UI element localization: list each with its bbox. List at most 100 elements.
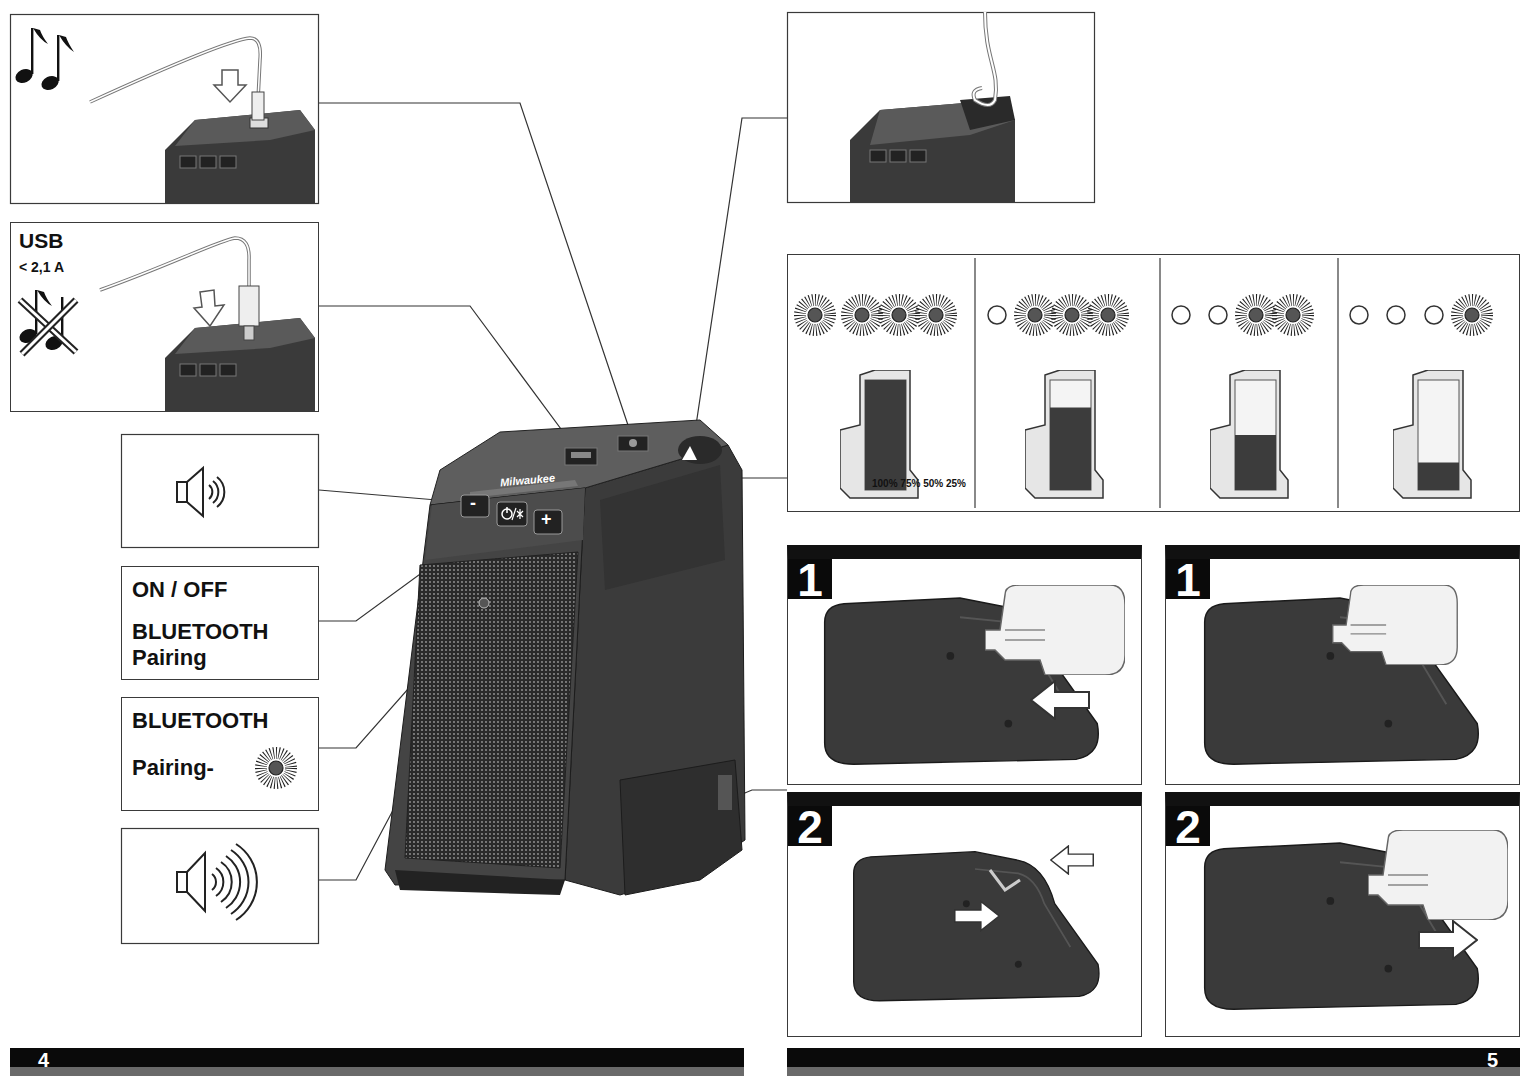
callout-text: BLUETOOTH Pairing bbox=[132, 619, 302, 671]
speaker-top-detail bbox=[890, 150, 906, 162]
volume-up-icon bbox=[212, 874, 216, 890]
speaker-illustration bbox=[678, 436, 722, 464]
page-number-band: 4 bbox=[10, 1048, 744, 1076]
music-note-icon bbox=[59, 35, 74, 52]
button-sign: + bbox=[541, 509, 552, 530]
volume-up-icon bbox=[177, 844, 257, 920]
speaker-illustration bbox=[682, 446, 697, 460]
speaker-top-detail bbox=[165, 110, 315, 204]
step-number: 1 bbox=[788, 559, 832, 599]
speaker-illustration bbox=[506, 507, 508, 513]
callout-box bbox=[11, 15, 319, 204]
page-number-band: 5 bbox=[787, 1048, 1520, 1076]
pairing-led-symbol bbox=[261, 753, 291, 783]
music-note-icon bbox=[13, 28, 74, 93]
battery-level-icon bbox=[1235, 435, 1276, 490]
aux-cable bbox=[214, 70, 246, 102]
pairing-led-symbol bbox=[261, 753, 291, 783]
speaker-top-detail bbox=[220, 156, 236, 168]
battery-level-icon bbox=[1025, 370, 1103, 498]
step-panel: 2 bbox=[787, 792, 1142, 1037]
speaker-illustration bbox=[497, 502, 527, 526]
lanyard-cord bbox=[974, 12, 996, 105]
volume-up-icon bbox=[231, 850, 249, 914]
volume-up-icon bbox=[221, 862, 232, 902]
music-note-icon bbox=[57, 35, 59, 81]
step-number: 2 bbox=[1166, 806, 1210, 846]
speaker-illustration bbox=[395, 870, 565, 895]
callout-box: ON / OFF BLUETOOTH Pairing bbox=[121, 566, 319, 680]
fuel-gauge-led bbox=[988, 306, 1006, 324]
battery-insert-step bbox=[1031, 681, 1089, 719]
volume-up-icon bbox=[177, 872, 187, 892]
usb-cable bbox=[239, 286, 259, 326]
fuel-gauge-led bbox=[847, 300, 877, 330]
speaker-top-detail bbox=[165, 318, 315, 412]
battery-press-step bbox=[1333, 585, 1457, 665]
speaker-illustration bbox=[620, 760, 742, 895]
volume-up-icon bbox=[226, 856, 240, 908]
volume-up-icon bbox=[236, 844, 257, 920]
battery-latch-step bbox=[955, 901, 999, 930]
page-number: 5 bbox=[1487, 1050, 1498, 1070]
step-panel: 2 bbox=[1165, 792, 1520, 1037]
battery-remove-step bbox=[1419, 921, 1477, 959]
battery-level-icon bbox=[1393, 370, 1471, 498]
callout-text: BLUETOOTH bbox=[132, 708, 268, 734]
speaker-illustration bbox=[565, 445, 745, 895]
speaker-illustration bbox=[565, 448, 597, 465]
battery-level-icon bbox=[1050, 408, 1091, 491]
aux-cable bbox=[90, 38, 264, 120]
speaker-top-detail bbox=[910, 150, 926, 162]
battery-latch-step bbox=[1051, 846, 1094, 874]
callout-text: USB bbox=[19, 229, 63, 253]
callout-text: ON / OFF bbox=[132, 577, 227, 603]
usb-cable bbox=[194, 290, 224, 326]
speaker-illustration bbox=[425, 488, 585, 560]
aux-cable bbox=[252, 92, 264, 120]
fuel-gauge-led bbox=[1057, 300, 1087, 330]
aux-cable bbox=[90, 38, 260, 102]
panel-divider bbox=[975, 258, 1338, 508]
speaker-top-detail bbox=[960, 96, 1015, 130]
leader-line bbox=[319, 103, 635, 446]
speaker-top-detail bbox=[165, 110, 315, 204]
speaker-illustration bbox=[629, 439, 637, 447]
button-sign: - bbox=[470, 493, 476, 514]
step-panel: 1 bbox=[1165, 545, 1520, 785]
music-note-icon bbox=[31, 28, 33, 74]
callout-box bbox=[788, 13, 1095, 203]
usb-cable bbox=[100, 238, 249, 290]
fuel-gauge-led bbox=[1278, 300, 1308, 330]
speaker-illustration bbox=[571, 452, 591, 458]
fuel-gauge-led bbox=[800, 300, 1487, 330]
speaker-top-detail bbox=[200, 156, 216, 168]
callout-box: USB< 2,1 A bbox=[10, 222, 319, 412]
battery-press-step bbox=[1205, 585, 1479, 764]
aux-cable bbox=[90, 38, 260, 102]
volume-down-icon bbox=[209, 485, 212, 499]
speaker-illustration bbox=[618, 436, 648, 451]
crossed-music-icon bbox=[22, 300, 76, 354]
speaker-top-detail bbox=[180, 156, 196, 168]
battery-latch-step bbox=[854, 852, 1099, 1001]
battery-latch-step bbox=[990, 870, 1020, 890]
fuel-gauge-led bbox=[1093, 300, 1123, 330]
fuel-gauge-led bbox=[1241, 300, 1271, 330]
page-number: 4 bbox=[38, 1050, 49, 1070]
volume-up-icon bbox=[216, 868, 223, 896]
volume-down-icon bbox=[177, 482, 187, 502]
speaker-illustration bbox=[512, 508, 516, 520]
step-number: 2 bbox=[788, 806, 832, 846]
usb-cable bbox=[244, 326, 254, 340]
callout-text: Pairing- bbox=[132, 755, 214, 781]
speaker-top-detail bbox=[165, 318, 315, 412]
panel-divider bbox=[1337, 258, 1338, 508]
fuel-gauge-led bbox=[1457, 300, 1487, 330]
speaker-top-detail bbox=[180, 364, 196, 376]
battery-level-icon bbox=[1235, 380, 1276, 490]
volume-down-icon bbox=[177, 468, 224, 516]
speaker-top-detail bbox=[175, 110, 315, 146]
